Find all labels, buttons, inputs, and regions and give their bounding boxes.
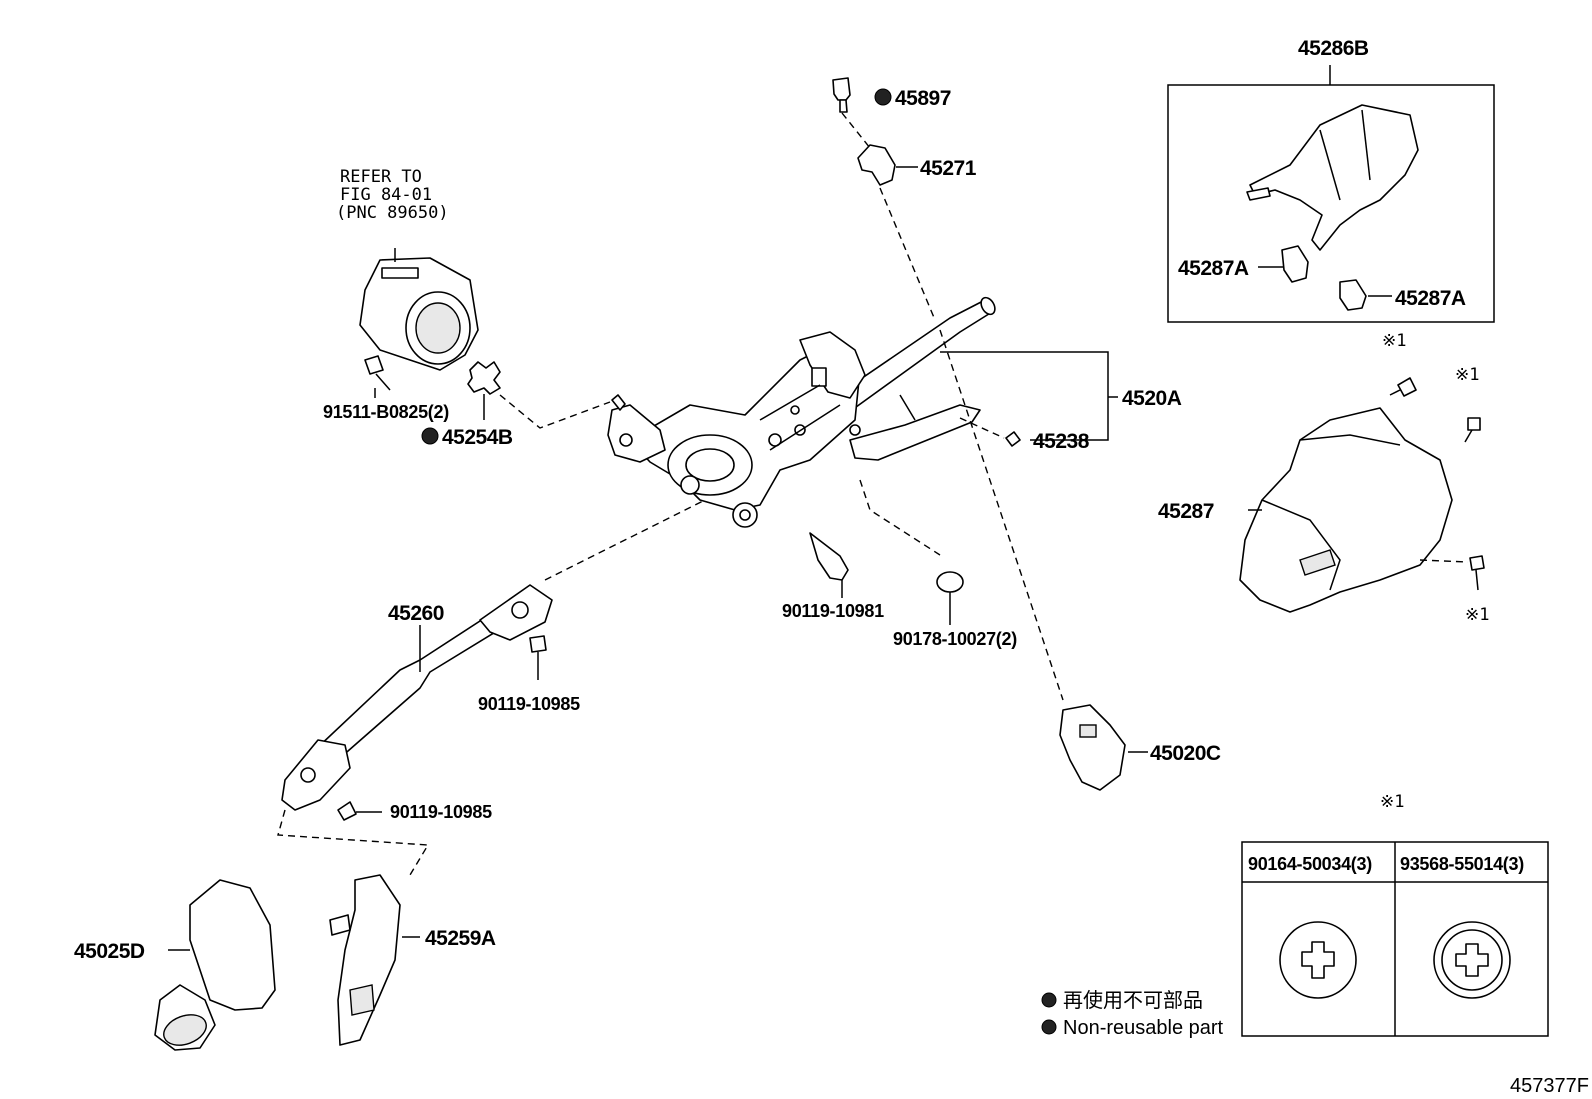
label-90119-10981: 90119-10981 [782,601,884,621]
bolt-90119-10985-lower [337,801,382,821]
ref-mark-1a: ※1 [1382,331,1406,351]
table-col-90164: 90164-50034(3) [1248,854,1372,874]
label-45259a: 45259A [425,927,496,950]
screw-ref1-c [1469,555,1485,591]
label-45254b: 45254B [442,426,513,449]
refer-note-line2: FIG 84-01 [340,185,432,205]
gear-45254b [421,361,501,445]
lower-cover-45287 [1239,407,1453,613]
bolt-45897 [832,77,892,113]
cover-45286b-box [1167,84,1495,323]
label-90178: 90178-10027(2) [893,629,1017,649]
label-45238: 45238 [1033,430,1090,453]
label-45260: 45260 [388,602,444,625]
steering-column-assembly [607,296,996,528]
label-90119-10985-upper: 90119-10985 [478,694,580,714]
clip-90164-icon [1279,921,1357,999]
table-col-93568: 93568-55014(3) [1400,854,1524,874]
bolt-90119-10981 [809,532,849,598]
screw-ref1-b [1464,417,1481,443]
clamp-45271 [857,144,918,186]
clip-45287a-left [1258,245,1309,283]
label-45897: 45897 [895,87,951,110]
fastener-table [1241,841,1549,1037]
label-90119-10985-lower: 90119-10985 [390,802,492,822]
non-reusable-dot [1041,992,1057,1008]
grommet-90178 [936,571,964,625]
intermediate-shaft-45260 [281,584,553,811]
label-45287: 45287 [1158,500,1214,523]
nut-45238 [1005,431,1021,447]
label-45271: 45271 [920,157,977,180]
boot-45025d [154,879,276,1051]
label-4520a: 4520A [1122,387,1182,410]
bolt-91511 [364,355,391,398]
non-reusable-dot [874,88,892,106]
bracket-45020c [1059,704,1148,791]
steering-actuator [359,248,479,371]
non-reusable-dot [1041,1019,1057,1035]
legend-en: Non-reusable part [1063,1017,1224,1039]
clip-93568-icon [1433,921,1511,999]
diagram-id: 457377F [1510,1075,1589,1097]
legend-jp: 再使用不可部品 [1063,989,1203,1012]
label-45287a-right: 45287A [1395,287,1466,310]
label-45020c: 45020C [1150,742,1221,765]
bolt-90119-10985-upper [529,635,547,680]
ref-mark-1b: ※1 [1455,365,1479,385]
non-reusable-dot [421,427,439,445]
clip-45287a-right [1339,279,1392,311]
ref-mark-1d: ※1 [1380,792,1404,812]
refer-note-line1: REFER TO [340,167,422,187]
upper-cover-45286b [1246,104,1419,251]
label-45286b: 45286B [1298,37,1369,60]
refer-note-line3: (PNC 89650) [336,203,449,223]
label-45025d: 45025D [74,940,145,963]
label-45287a-left: 45287A [1178,257,1249,280]
label-91511: 91511-B0825(2) [323,402,449,422]
cover-45259a [329,874,420,1046]
screw-ref1-a [1389,377,1417,397]
ref-mark-1c: ※1 [1465,605,1489,625]
legend [1041,992,1057,1035]
